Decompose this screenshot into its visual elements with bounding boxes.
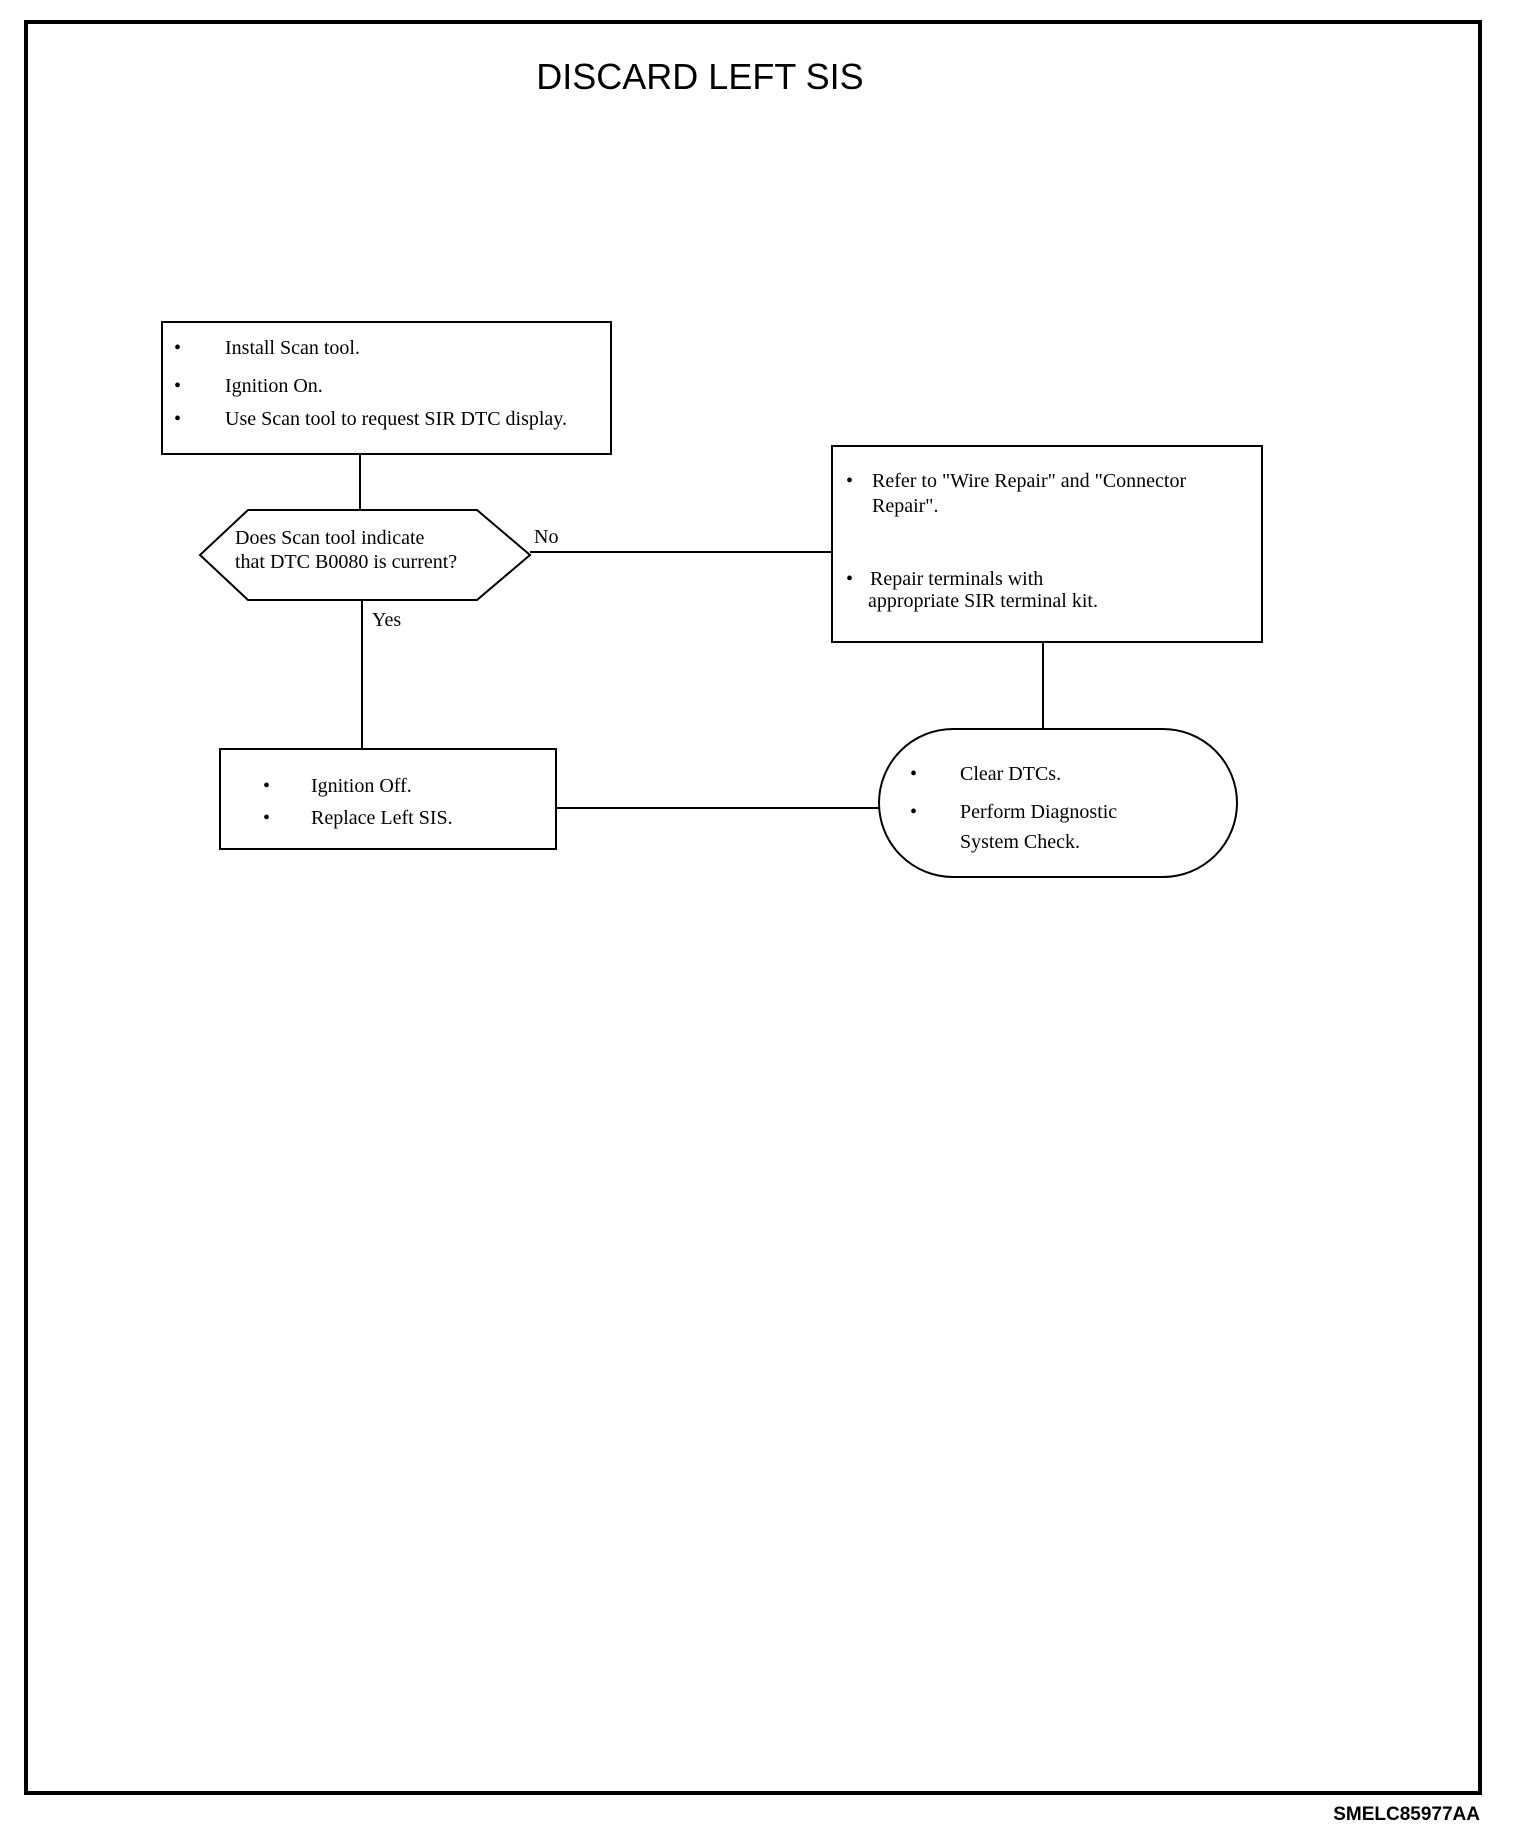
step-item: Repair terminals with [870,568,1044,590]
end-step-item: System Check. [960,831,1080,853]
bullet-icon: • [174,375,182,397]
bullet-icon: • [263,775,271,797]
step-item: Ignition On. [225,375,323,397]
page-border [24,20,1482,1795]
bullet-icon: • [263,807,271,829]
step-box-start: • Install Scan tool. • Ignition On. • Us… [161,321,612,455]
step-item: Ignition Off. [311,775,412,797]
end-terminal-shape [878,728,1238,878]
step-item: Use Scan tool to request SIR DTC display… [225,408,568,430]
step-item: Repair". [872,495,939,517]
end-step-item: Clear DTCs. [960,763,1062,785]
end-step-item: Perform Diagnostic [960,801,1118,823]
decision-hexagon [198,509,532,601]
document-id: SMELC85977AA [1333,1804,1480,1825]
bullet-icon: • [846,470,854,492]
step-box-replace: • Ignition Off. • Replace Left SIS. [219,748,557,850]
no-branch-label: No [534,526,559,548]
step-item: Install Scan tool. [225,337,360,359]
bullet-icon: • [910,801,918,823]
decision-question: Does Scan tool indicate [235,527,425,549]
step-item: appropriate SIR terminal kit. [868,590,1098,612]
decision-question: that DTC B0080 is current? [235,551,458,573]
bullet-icon: • [910,763,918,785]
bullet-icon: • [174,408,182,430]
bullet-icon: • [174,337,182,359]
page-title: DISCARD LEFT SIS [536,56,864,97]
yes-branch-label: Yes [372,609,402,631]
step-item: Refer to "Wire Repair" and "Connector [872,470,1187,492]
step-box-repair: • Refer to "Wire Repair" and "Connector … [831,445,1263,643]
step-item: Replace Left SIS. [311,807,453,829]
bullet-icon: • [846,568,854,590]
